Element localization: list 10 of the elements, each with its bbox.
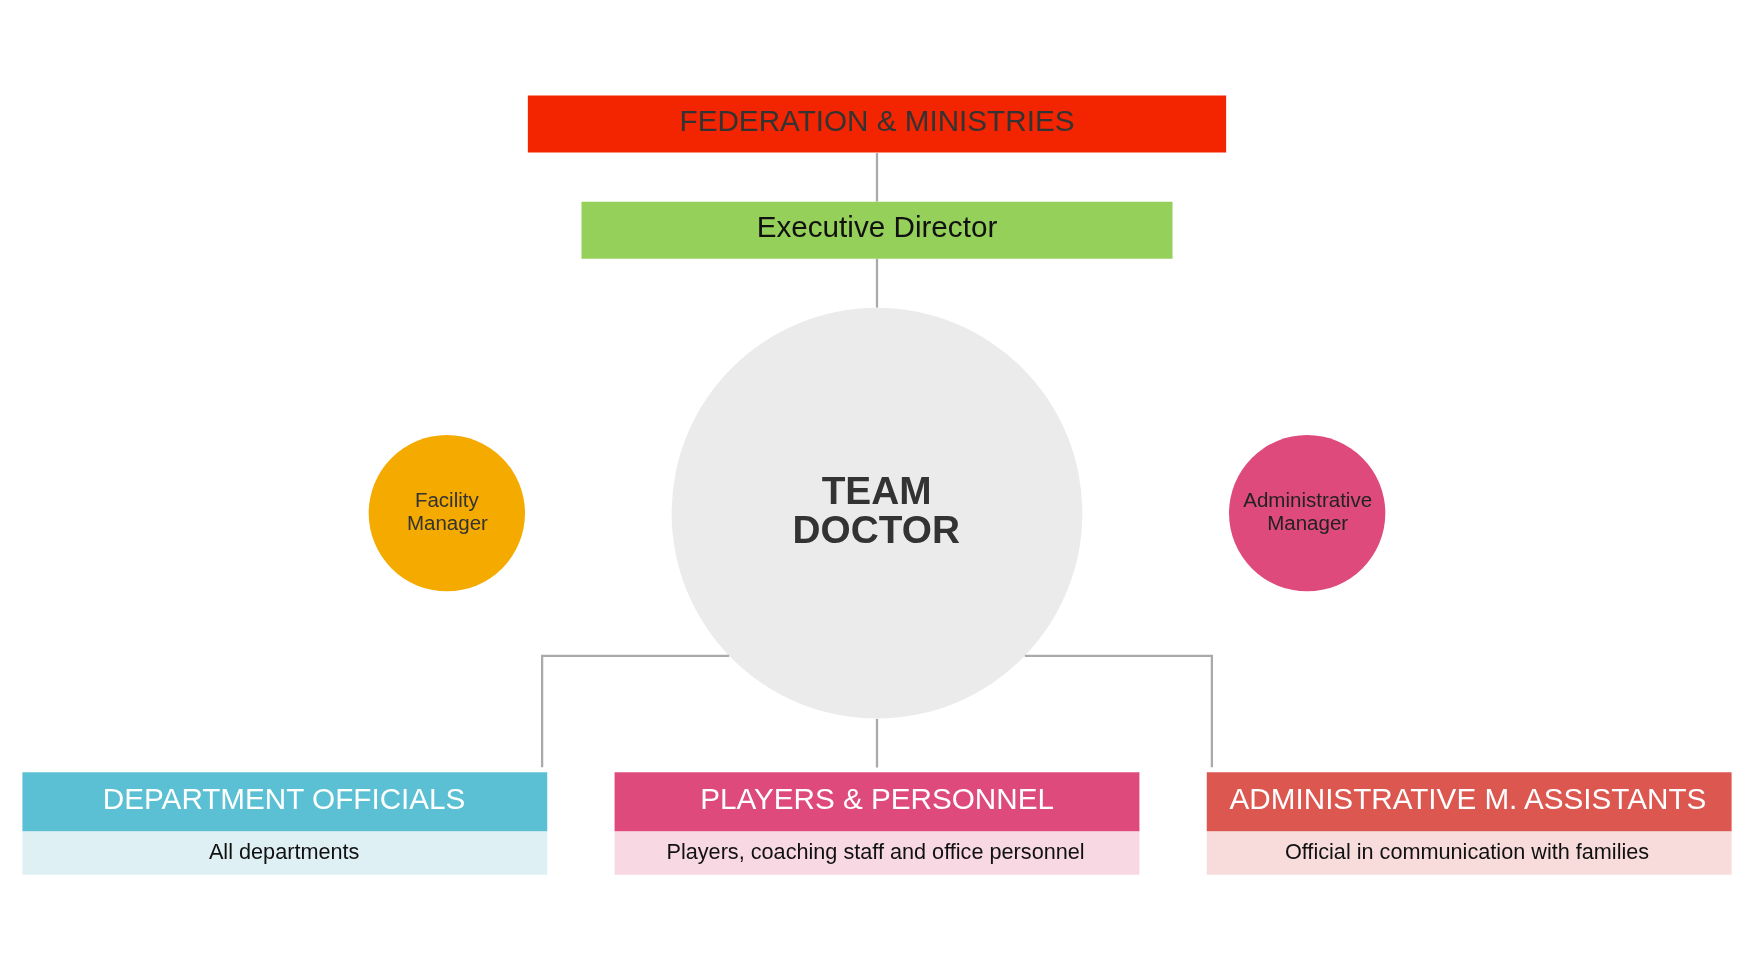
connector <box>875 258 879 308</box>
node-circle: Administrative Manager <box>1229 435 1386 592</box>
connector <box>540 654 730 768</box>
node-circle: Facility Manager <box>368 435 525 592</box>
connector <box>875 718 879 768</box>
connector <box>875 153 879 202</box>
node-circle: TEAM DOCTOR <box>671 307 1083 719</box>
node-box: Executive Director <box>581 201 1173 259</box>
connector <box>1024 654 1214 768</box>
node-box: FEDERATION & MINISTRIES <box>527 95 1227 153</box>
